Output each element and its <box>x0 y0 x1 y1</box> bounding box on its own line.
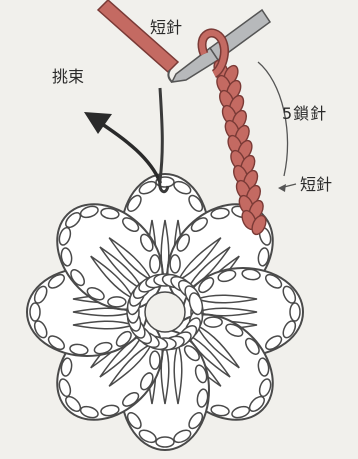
label-bundle-pickup: 挑束 <box>52 69 84 85</box>
center-hole <box>145 292 185 332</box>
label-chain-count: 5鎖針 <box>282 106 327 122</box>
label-top-stitch: 短針 <box>150 20 182 36</box>
label-right-stitch: 短針 <box>300 177 332 193</box>
direction-arrow <box>102 124 160 182</box>
direction-arrowhead <box>84 112 112 134</box>
